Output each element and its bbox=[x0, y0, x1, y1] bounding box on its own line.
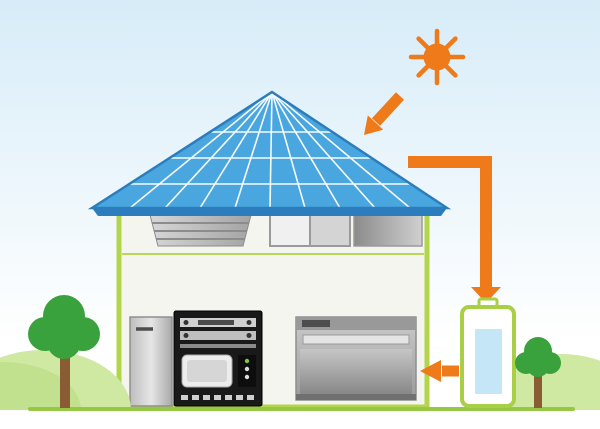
house bbox=[116, 204, 430, 410]
dishwasher bbox=[295, 316, 417, 401]
tree-right-canopy bbox=[515, 337, 561, 377]
roof-eave bbox=[92, 208, 447, 216]
tree-left-trunk bbox=[60, 350, 70, 408]
upper-window-louver bbox=[149, 214, 252, 247]
roof-outline bbox=[87, 90, 452, 210]
storage-battery bbox=[460, 297, 516, 408]
battery-cell bbox=[475, 329, 502, 394]
solar-panel-roof bbox=[87, 90, 452, 216]
audio-display bbox=[198, 320, 234, 325]
dishwasher-handle bbox=[302, 334, 410, 345]
refrigerator bbox=[129, 316, 173, 407]
upper-floor-windows bbox=[149, 214, 423, 247]
tree-left bbox=[28, 295, 100, 408]
tree-left-canopy bbox=[28, 295, 100, 359]
roof-grid bbox=[92, 92, 447, 208]
tree-right-trunk bbox=[534, 374, 542, 408]
microwave-audio-unit bbox=[173, 310, 263, 407]
roof-panel bbox=[92, 92, 447, 208]
dishwasher-control bbox=[302, 320, 330, 327]
arrow-battery-to-house bbox=[420, 360, 459, 382]
upper-window-center bbox=[269, 214, 351, 247]
arrow-sun-to-roof bbox=[364, 92, 405, 135]
button-row bbox=[181, 395, 254, 400]
upper-window-right bbox=[353, 214, 423, 247]
arrow-roof-to-battery bbox=[408, 156, 501, 303]
audio-panel-bottom bbox=[180, 331, 256, 340]
tree-right bbox=[515, 337, 561, 408]
sun-disc bbox=[423, 43, 451, 71]
sun-icon bbox=[408, 28, 466, 86]
